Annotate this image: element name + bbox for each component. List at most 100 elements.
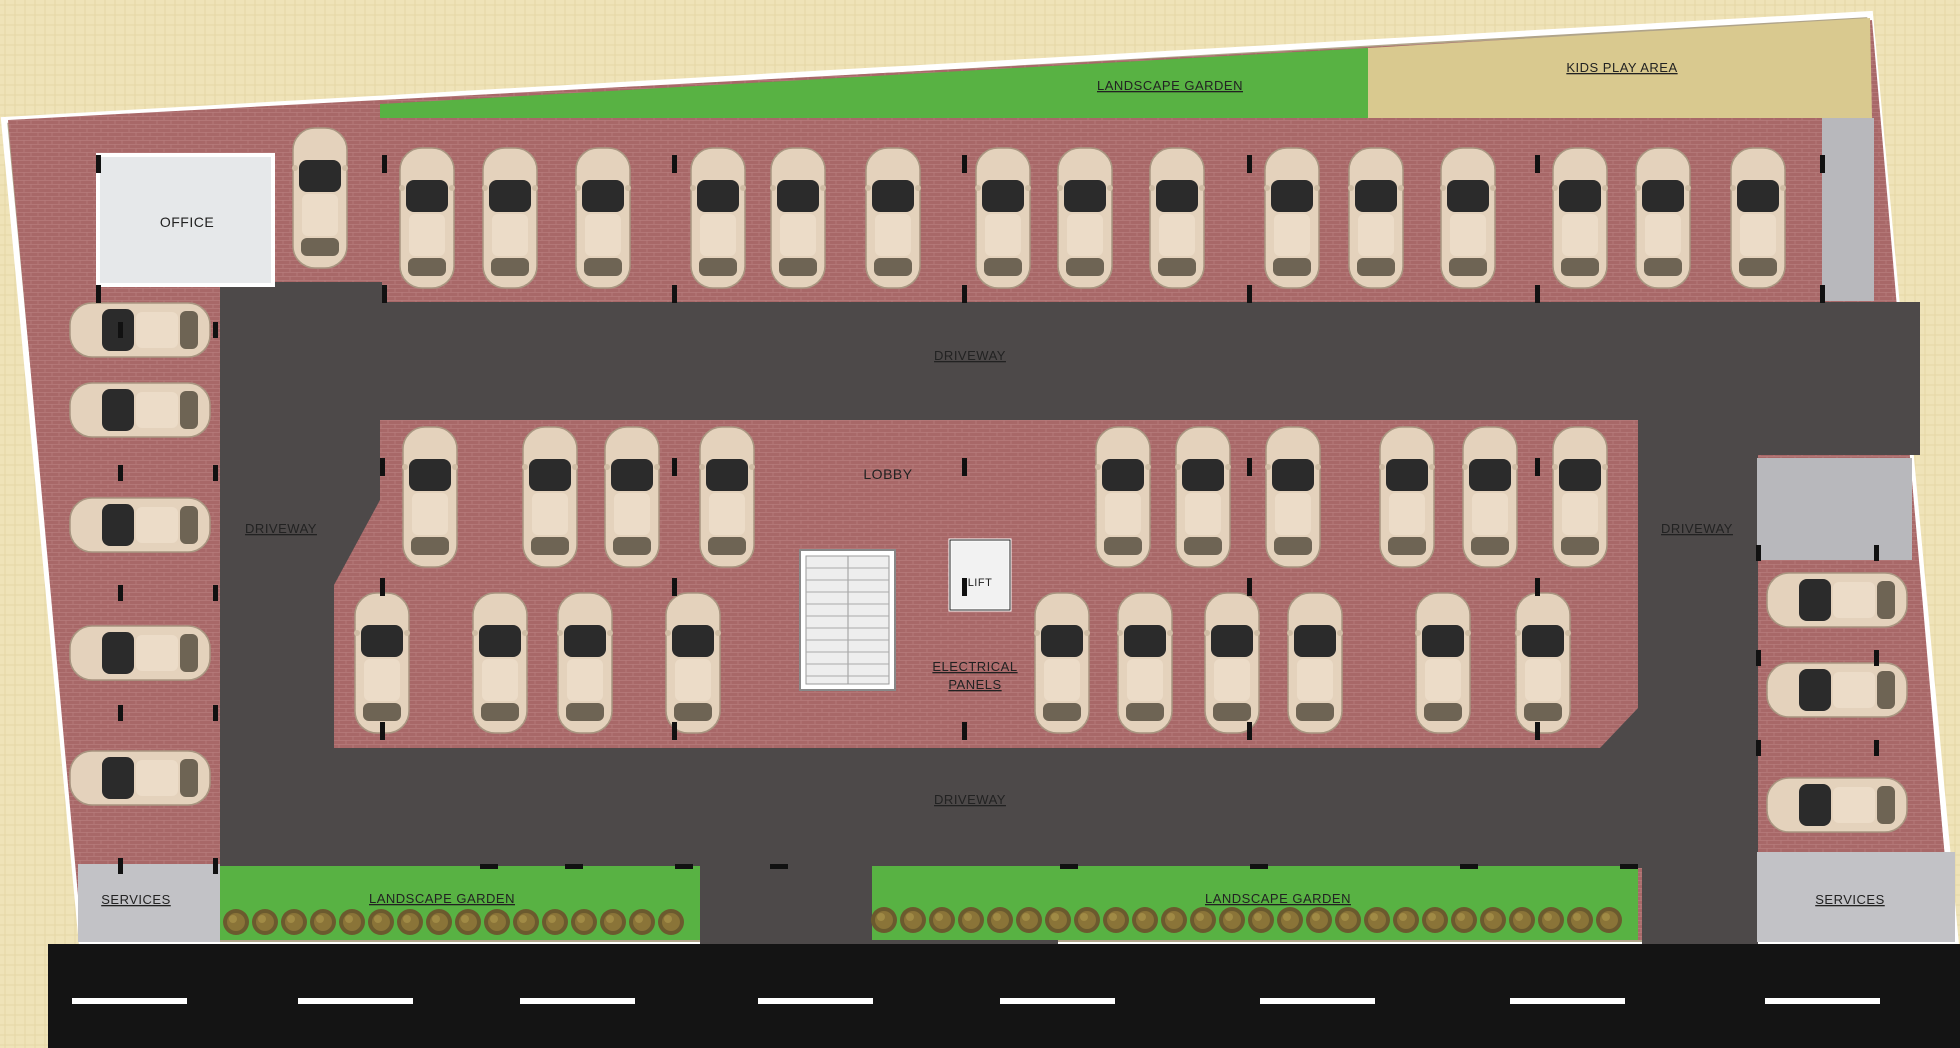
driveway-top-label: DRIVEWAY [934,348,1006,363]
shrub-icon [1538,907,1564,933]
shrub-icon [1393,907,1419,933]
car-top-view-icon [1116,592,1174,734]
service-box-right [1757,458,1912,560]
car-top-view-icon [69,750,211,806]
car-top-view-icon [1263,147,1321,289]
column-post [1535,722,1540,740]
column-post [672,722,677,740]
shrub-icon [658,909,684,935]
column-post [213,465,218,481]
road-markings [72,998,1880,1004]
column-post [565,864,583,869]
car-top-view-icon [1174,426,1232,568]
column-post [380,722,385,740]
column-post [1756,740,1761,756]
shrub-icon [1248,907,1274,933]
shrub-icon [571,909,597,935]
column-post [1060,864,1078,869]
shrub-icon [1190,907,1216,933]
landscape-garden-top-label: LANDSCAPE GARDEN [1097,78,1243,93]
car-top-view-icon [1551,426,1609,568]
electrical-panels-label-line1: ELECTRICAL [932,659,1017,674]
landscape-garden-bottom-right-label: LANDSCAPE GARDEN [1205,891,1351,906]
column-post [1247,578,1252,596]
car-top-view-icon [689,147,747,289]
driveway-right-label: DRIVEWAY [1661,521,1733,536]
driveway-left-label: DRIVEWAY [245,521,317,536]
car-top-view-icon [1514,592,1572,734]
car-top-view-icon [353,592,411,734]
shrub-icon [1045,907,1071,933]
column-post [96,155,101,173]
column-post [118,465,123,481]
car-top-view-icon [481,147,539,289]
column-post [672,285,677,303]
staircase-icon [799,549,896,691]
car-top-view-icon [401,426,459,568]
shrub-icon [1422,907,1448,933]
car-top-view-icon [471,592,529,734]
car-top-view-icon [1378,426,1436,568]
column-post [962,155,967,173]
shrub-icon [281,909,307,935]
car-top-view-icon [69,497,211,553]
shrub-icon [929,907,955,933]
column-post [1874,650,1879,666]
kids-play-area [1368,18,1872,118]
column-post [1820,155,1825,173]
car-top-view-icon [864,147,922,289]
column-post [118,322,123,338]
shrub-icon [1219,907,1245,933]
shrub-icon [600,909,626,935]
shrub-icon [1335,907,1361,933]
column-post [382,285,387,303]
car-top-view-icon [1264,426,1322,568]
shrub-icon [1451,907,1477,933]
car-top-view-icon [1094,426,1152,568]
lobby-label: LOBBY [863,466,912,482]
column-post [1756,545,1761,561]
column-post [1247,285,1252,303]
shrub-icon [1277,907,1303,933]
service-strip-top-right [1822,118,1874,301]
shrub-icon [339,909,365,935]
car-top-view-icon [769,147,827,289]
column-post [1247,155,1252,173]
shrub-icon [542,909,568,935]
car-top-view-icon [1033,592,1091,734]
services-right-label: SERVICES [1815,892,1885,907]
column-post [962,578,967,596]
shrub-icon [1509,907,1535,933]
column-post [382,155,387,173]
car-top-view-icon [556,592,614,734]
car-top-view-icon [69,382,211,438]
column-post [213,858,218,874]
shrub-icon [1480,907,1506,933]
car-top-view-icon [1766,777,1908,833]
car-top-view-icon [1439,147,1497,289]
landscape-garden-bottom-left-label: LANDSCAPE GARDEN [369,891,515,906]
car-top-view-icon [603,426,661,568]
column-post [962,285,967,303]
shrub-icon [223,909,249,935]
car-top-view-icon [1056,147,1114,289]
column-post [1620,864,1638,869]
car-top-view-icon [698,426,756,568]
shrub-icon [1306,907,1332,933]
shrub-icon [397,909,423,935]
car-top-view-icon [664,592,722,734]
column-post [1535,155,1540,173]
column-post [213,322,218,338]
services-right [1757,852,1955,942]
column-post [1535,285,1540,303]
column-post [1874,545,1879,561]
column-post [672,578,677,596]
column-post [672,458,677,476]
shrub-icon [1364,907,1390,933]
columns [96,155,1879,874]
shrub-icon [987,907,1013,933]
column-post [213,585,218,601]
shrub-icon [252,909,278,935]
road [48,944,1960,1048]
shrub-icon [1161,907,1187,933]
